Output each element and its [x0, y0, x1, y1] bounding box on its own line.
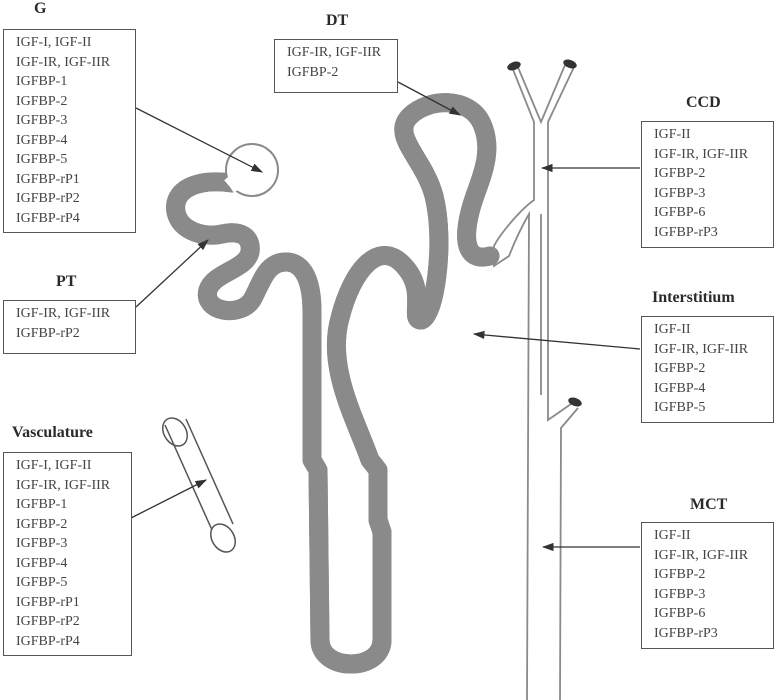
- label-mct-title: MCT: [690, 496, 728, 513]
- label-ccd-item: IGFBP-3: [654, 185, 706, 201]
- label-vasculature-item: IGFBP-1: [16, 497, 68, 512]
- label-mct-item: IGFBP-6: [654, 606, 706, 621]
- label-interstitium-item: IGF-IR, IGF-IIR: [654, 341, 749, 357]
- label-g-item: IGF-IR, IGF-IIR: [16, 54, 111, 70]
- label-ccd-item: IGFBP-6: [654, 205, 706, 220]
- label-vasculature-title: Vasculature: [12, 424, 93, 441]
- label-mct-item: IGFBP-rP3: [654, 625, 718, 641]
- label-g-item: IGFBP-2: [16, 93, 68, 109]
- label-g-item: IGFBP-4: [16, 132, 68, 148]
- arrow-vasculature: [130, 479, 208, 519]
- nephron-tubule: [176, 103, 500, 664]
- duct-openings: [507, 59, 582, 407]
- collecting-duct: [493, 64, 579, 700]
- label-dt-box: IGF-IR, IGF-IIR IGFBP-2: [274, 39, 398, 93]
- arrow-pt: [135, 239, 209, 308]
- label-ccd-item: IGF-II: [654, 127, 691, 142]
- label-pt-title: PT: [56, 273, 77, 290]
- label-vasculature-item: IGFBP-2: [16, 516, 68, 532]
- label-vasculature-item: IGFBP-5: [16, 575, 68, 590]
- label-vasculature-item: IGF-IR, IGF-IIR: [16, 477, 111, 493]
- arrow-dt: [397, 81, 462, 116]
- label-mct-item: IGFBP-2: [654, 567, 706, 582]
- label-vasculature-item: IGFBP-4: [16, 555, 68, 571]
- label-interstitium-item: IGFBP-4: [654, 380, 706, 396]
- label-g-item: IGFBP-rP4: [16, 210, 80, 226]
- label-ccd-title: CCD: [686, 94, 721, 111]
- pointer-arrows: [130, 81, 641, 552]
- label-mct-item: IGF-II: [654, 528, 691, 543]
- glomerulus: [224, 143, 279, 197]
- label-ccd-item: IGFBP-rP3: [654, 224, 718, 240]
- label-pt-item: IGF-IR, IGF-IIR: [16, 306, 111, 321]
- label-vasculature-item: IGFBP-rP2: [16, 614, 80, 629]
- label-interstitium-item: IGFBP-5: [654, 400, 706, 415]
- label-dt-item: IGFBP-2: [287, 64, 339, 80]
- label-g-item: IGFBP-3: [16, 113, 68, 128]
- label-dt-item: IGF-IR, IGF-IIR: [287, 45, 382, 60]
- label-vasculature-item: IGF-I, IGF-II: [16, 458, 92, 473]
- label-vasculature-item: IGFBP-rP1: [16, 594, 80, 610]
- arrow-interstitium: [472, 330, 641, 350]
- label-interstitium-item: IGFBP-2: [654, 361, 706, 376]
- label-g-item: IGFBP-rP1: [16, 171, 80, 187]
- label-g-item: IGF-I, IGF-II: [16, 35, 92, 50]
- blood-vessel: [161, 417, 237, 553]
- label-mct-item: IGF-IR, IGF-IIR: [654, 547, 749, 563]
- label-pt-item: IGFBP-rP2: [16, 325, 80, 341]
- label-g-title: G: [34, 0, 47, 17]
- label-dt-title: DT: [326, 12, 349, 29]
- arrow-g: [135, 107, 264, 173]
- label-g-item: IGFBP-rP2: [16, 191, 80, 206]
- label-interstitium-item: IGF-II: [654, 322, 691, 337]
- label-vasculature-item: IGFBP-rP4: [16, 633, 80, 649]
- label-g-item: IGFBP-1: [16, 74, 68, 89]
- label-ccd-item: IGFBP-2: [654, 166, 706, 181]
- label-interstitium-title: Interstitium: [652, 289, 735, 306]
- label-vasculature-item: IGFBP-3: [16, 536, 68, 551]
- label-g-item: IGFBP-5: [16, 152, 68, 167]
- label-mct-item: IGFBP-3: [654, 586, 706, 602]
- label-pt-box: IGF-IR, IGF-IIR IGFBP-rP2: [3, 300, 136, 354]
- label-ccd-item: IGF-IR, IGF-IIR: [654, 146, 749, 162]
